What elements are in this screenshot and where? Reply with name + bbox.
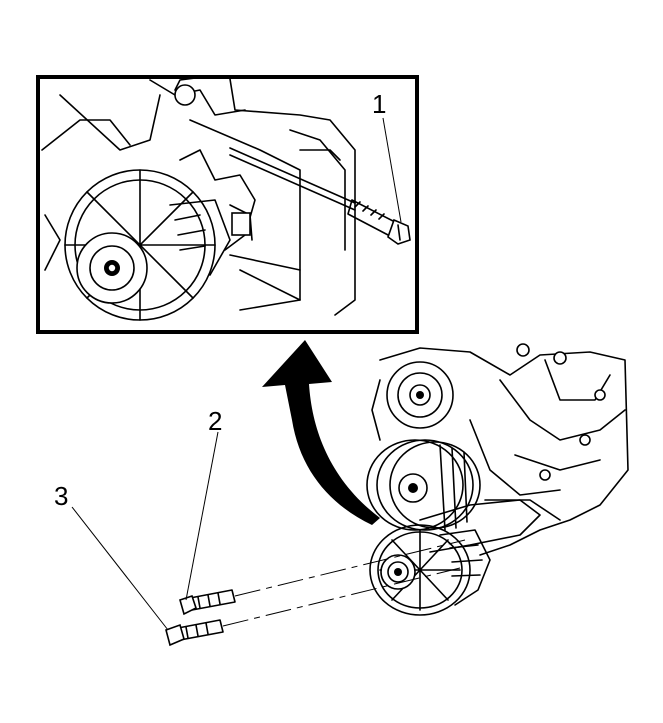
bolt-3 [165, 567, 461, 647]
bolt-2 [179, 539, 466, 616]
alternator-inset-drawing [64, 169, 231, 321]
callout-2: 2 [208, 406, 222, 436]
transition-arrow [262, 340, 380, 525]
detail-inset [36, 75, 419, 334]
callout-1: 1 [372, 89, 386, 119]
alternator-drawing [369, 524, 491, 616]
engine-assembly-drawing [366, 343, 629, 556]
callout-3: 3 [54, 481, 68, 511]
engine-bracket-drawing [41, 79, 356, 316]
bolt-1 [229, 147, 411, 245]
leader-lines [71, 117, 402, 631]
